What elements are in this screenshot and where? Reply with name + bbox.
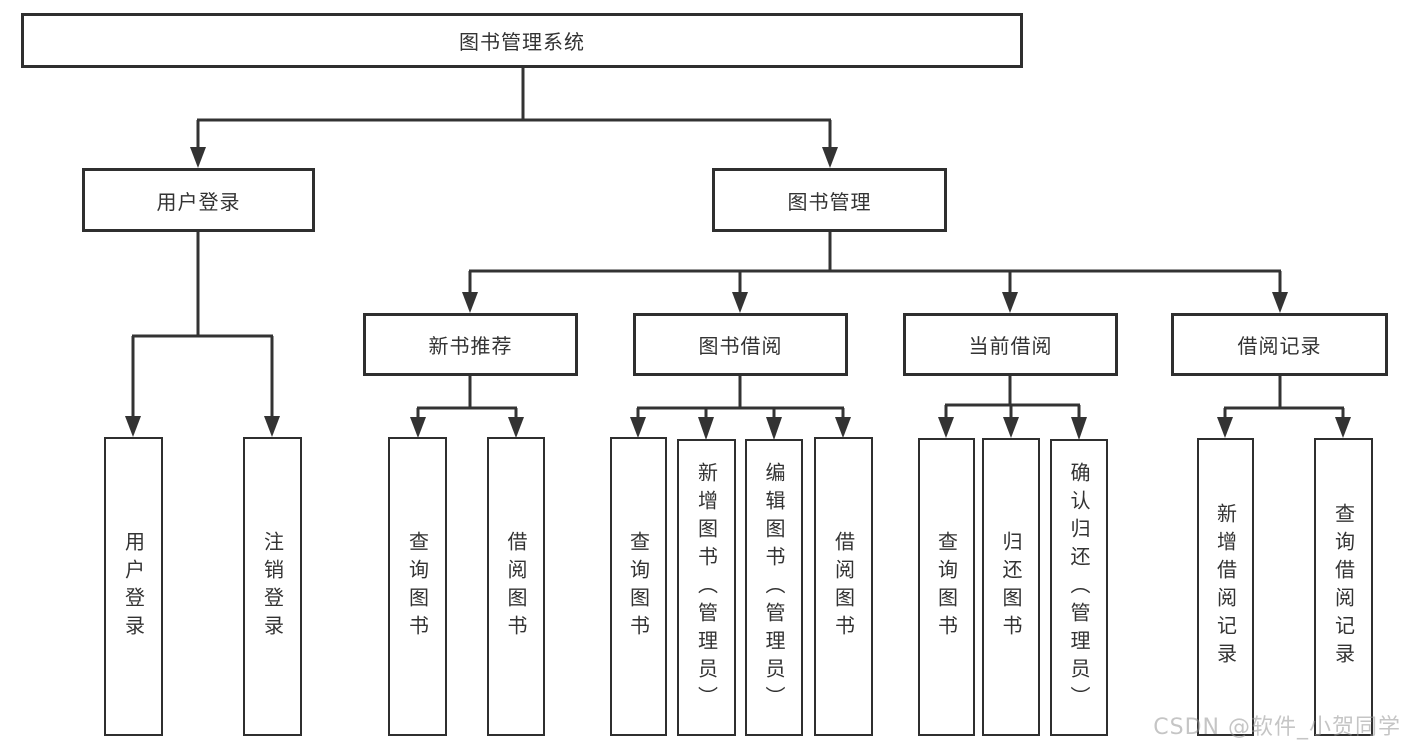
node-library-management-system: 图书管理系统	[21, 13, 1023, 68]
node-borrow-books-leaf: 借阅图书	[814, 437, 873, 736]
node-book-management: 图书管理	[712, 168, 947, 232]
arrow-down-icon	[938, 417, 954, 438]
arrow-down-icon	[264, 416, 280, 437]
connector-book-management-to-level3	[468, 232, 1282, 296]
arrow-down-icon	[630, 417, 646, 438]
connector-book-borrow-to-leaves	[636, 376, 845, 421]
node-current-borrowing: 当前借阅	[903, 313, 1118, 376]
arrow-down-icon	[1272, 292, 1288, 313]
node-new-book-recommendation: 新书推荐	[363, 313, 578, 376]
node-logout: 注销登录	[243, 437, 302, 736]
connector-borrow-records-to-leaves	[1223, 376, 1345, 421]
node-borrowing-records: 借阅记录	[1171, 313, 1388, 376]
node-add-books-admin: 新增图书（管理员）	[677, 439, 736, 736]
arrow-down-icon	[822, 147, 838, 168]
node-query-books-recommend: 查询图书	[388, 437, 447, 736]
node-query-books-borrow: 查询图书	[610, 437, 667, 736]
connector-user-login-to-leaves	[131, 232, 274, 420]
node-add-borrow-record: 新增借阅记录	[1197, 438, 1254, 736]
node-confirm-return-admin: 确认归还（管理员）	[1050, 439, 1108, 736]
arrow-down-icon	[1217, 417, 1233, 438]
node-query-borrow-record: 查询借阅记录	[1314, 438, 1373, 736]
arrow-down-icon	[1002, 292, 1018, 313]
arrow-down-icon	[125, 416, 141, 437]
arrow-down-icon	[732, 292, 748, 313]
node-edit-books-admin: 编辑图书（管理员）	[745, 439, 803, 736]
connector-root-to-level2	[196, 68, 832, 150]
node-user-login-leaf: 用户登录	[104, 437, 163, 736]
arrow-down-icon	[1335, 417, 1351, 438]
node-borrow-books-recommend: 借阅图书	[487, 437, 545, 736]
arrow-down-icon	[508, 417, 524, 438]
arrow-down-icon	[766, 417, 782, 440]
arrow-down-icon	[190, 147, 206, 168]
node-book-borrowing: 图书借阅	[633, 313, 848, 376]
arrow-down-icon	[1003, 417, 1019, 438]
arrow-down-icon	[698, 417, 714, 440]
node-user-login-branch: 用户登录	[82, 168, 315, 232]
arrow-down-icon	[1071, 417, 1087, 440]
connector-new-book-to-leaves	[416, 376, 518, 421]
arrow-down-icon	[835, 417, 851, 438]
connector-current-borrow-to-leaves	[944, 376, 1081, 421]
node-query-books-current: 查询图书	[918, 438, 975, 736]
arrow-down-icon	[462, 292, 478, 313]
node-return-books: 归还图书	[982, 438, 1040, 736]
arrow-down-icon	[410, 417, 426, 438]
